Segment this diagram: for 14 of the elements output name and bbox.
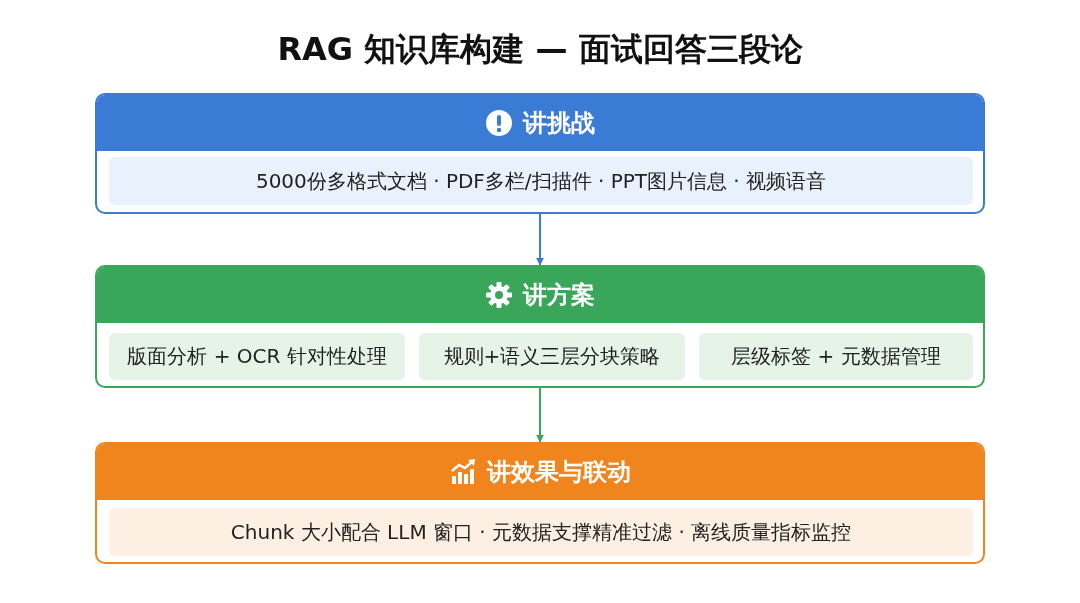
section-panel [95,93,985,214]
section-panel [95,442,985,564]
item-text: 版面分析 + OCR 针对性处理 [109,333,405,380]
item-text: 规则+语义三层分块策略 [419,333,685,380]
item-text: 5000份多格式文档 · PDF多栏/扫描件 · PPT图片信息 · 视频语音 [109,157,973,205]
arrow [536,387,544,443]
section-heading: 讲效果与联动 [487,457,631,488]
item-text: 层级标签 + 元数据管理 [699,333,973,380]
arrow [536,213,544,266]
item-text: Chunk 大小配合 LLM 窗口 · 元数据支撑精准过滤 · 离线质量指标监控 [109,508,973,556]
section-heading: 讲挑战 [523,108,595,139]
title: RAG 知识库构建 — 面试回答三段论 [276,29,804,70]
section-heading: 讲方案 [523,280,595,311]
section-panel [95,265,985,388]
